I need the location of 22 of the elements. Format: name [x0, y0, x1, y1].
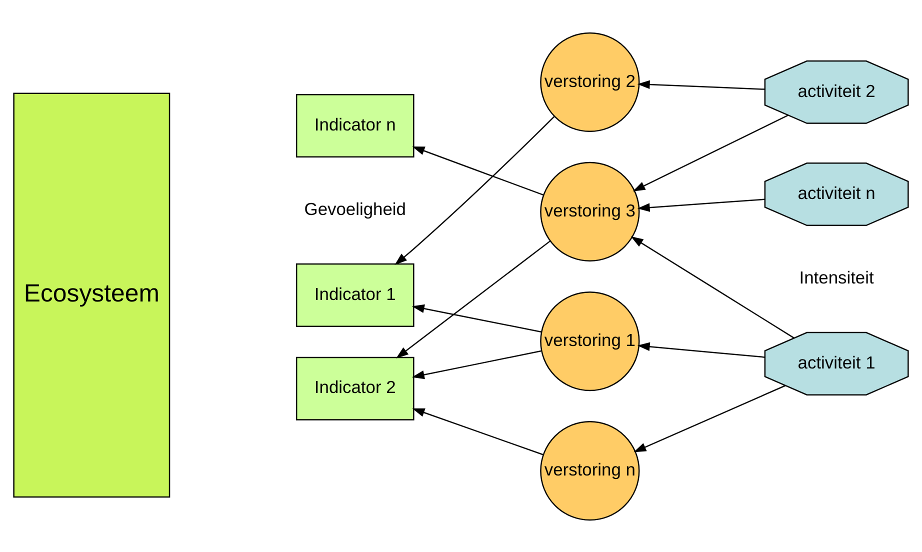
arrow — [394, 115, 555, 264]
arrow — [632, 114, 788, 191]
node-box: Indicator n — [296, 94, 414, 158]
arrow — [412, 304, 542, 332]
node-circle: verstoring 1 — [540, 290, 640, 391]
node-circle: verstoring 3 — [540, 161, 640, 262]
node-circle: verstoring 2 — [540, 32, 640, 132]
arrow — [637, 342, 765, 358]
node-circle: verstoring n — [540, 420, 640, 520]
arrow — [412, 408, 544, 455]
arrow — [637, 80, 765, 90]
arrow — [412, 146, 544, 196]
label: Gevoeligheid — [304, 198, 406, 219]
node-box: Ecosysteem — [13, 92, 170, 498]
arrow — [637, 198, 765, 212]
arrow — [630, 236, 794, 338]
arrow — [396, 240, 551, 358]
arrow — [634, 384, 786, 452]
node-box: Indicator 1 — [296, 262, 414, 326]
arrow — [412, 350, 542, 379]
label: Intensiteit — [799, 267, 874, 288]
node-box: Indicator 2 — [296, 356, 414, 420]
